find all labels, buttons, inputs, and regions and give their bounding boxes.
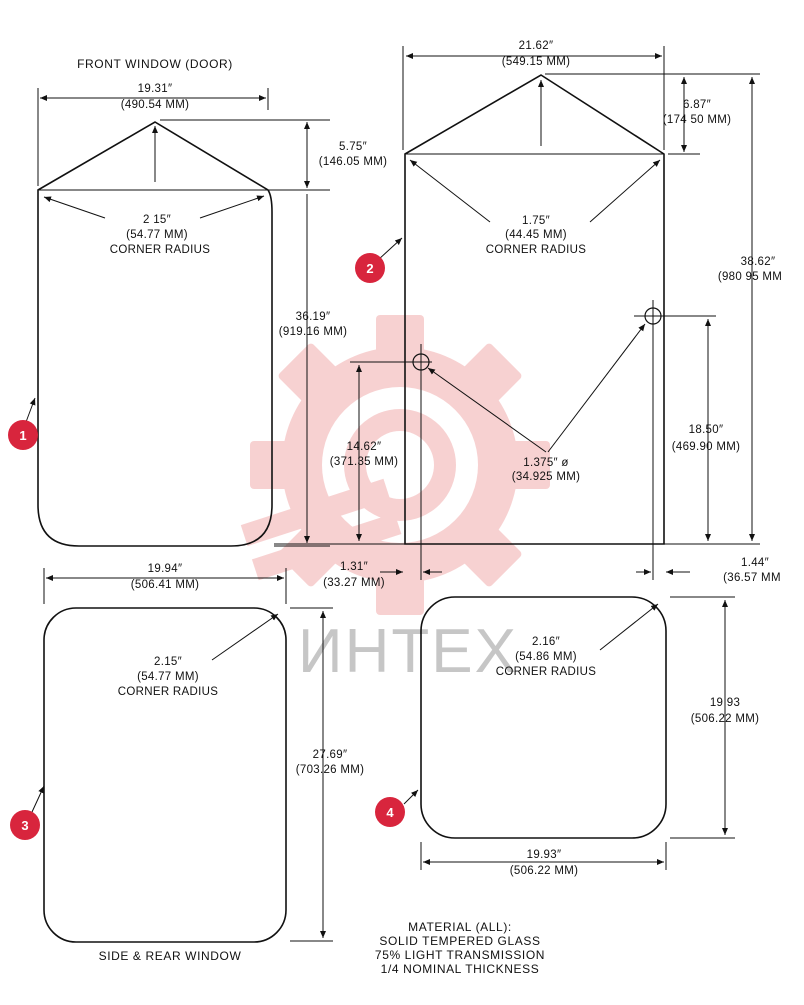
w1-radius-label: CORNER RADIUS: [110, 244, 210, 256]
w1-width-in: 19.31″: [138, 83, 173, 95]
badge-4-number: 4: [386, 805, 394, 820]
w2-height-mm: (980 95 MM: [718, 271, 782, 283]
w2-radius-mm: (44.45 MM): [505, 229, 567, 241]
badge-1: 1: [8, 420, 38, 450]
front-window-title: FRONT WINDOW (DOOR): [77, 57, 233, 71]
w2-width-in: 21.62″: [519, 40, 554, 52]
material-line-3: 75% LIGHT TRANSMISSION: [375, 948, 545, 962]
material-line-4: 1/4 NOMINAL THICKNESS: [381, 962, 540, 976]
badge-1-number: 1: [19, 428, 26, 443]
material-line-1: MATERIAL (ALL):: [408, 920, 512, 934]
w2-hole-right-h-mm: (469.90 MM): [672, 441, 741, 453]
w4-width-mm: (506.22 MM): [510, 865, 579, 877]
w2-height-in: 38.62″: [741, 256, 776, 268]
w2-hole-left-h-mm: (371.35 MM): [330, 456, 399, 468]
w3-width-mm: (506.41 MM): [131, 579, 200, 591]
w4-radius-in: 2.16″: [532, 636, 560, 648]
w3-radius-mm: (54.77 MM): [137, 671, 199, 683]
w2-hole-left-off-mm: (33.27 MM): [323, 577, 385, 589]
w3-height-in: 27.69″: [313, 749, 348, 761]
watermark-gear-logo: ИНТЕХ: [240, 315, 550, 686]
w1-peak-in: 5.75″: [339, 141, 367, 153]
window-2-dimensions: [274, 46, 760, 580]
w2-hole-right-h-in: 18.50″: [689, 424, 724, 436]
w3-radius-label: CORNER RADIUS: [118, 686, 218, 698]
w2-hole-left-off-in: 1.31″: [340, 561, 368, 573]
badge-2: 2: [355, 253, 385, 283]
w1-peak-mm: (146.05 MM): [319, 156, 388, 168]
badge-3: 3: [10, 810, 40, 840]
window-1-front-door: [37, 121, 273, 547]
w2-radius-in: 1.75″: [522, 215, 550, 227]
window-3-side-rear: [43, 607, 287, 943]
w1-radius-in: 2 15″: [143, 214, 171, 226]
w2-peak-in: 6.87″: [683, 99, 711, 111]
w1-width-mm: (490.54 MM): [121, 99, 190, 111]
w2-peak-mm: (174 50 MM): [663, 114, 732, 126]
w4-radius-label: CORNER RADIUS: [496, 666, 596, 678]
w2-hole-right-off-mm: (36.57 MM: [723, 572, 781, 584]
badge-4: 4: [375, 797, 405, 827]
w4-height-mm: (506.22 MM): [691, 713, 760, 725]
material-note: MATERIAL (ALL): SOLID TEMPERED GLASS 75%…: [375, 920, 545, 976]
w1-height-in: 36.19″: [296, 311, 331, 323]
w4-width-in: 19.93″: [527, 849, 562, 861]
w2-hole-left-h-in: 14.62″: [347, 441, 382, 453]
window-3-dimensions: [31, 568, 333, 942]
w3-radius-in: 2.15″: [154, 656, 182, 668]
window-4-square: [420, 596, 667, 839]
window-1-dimensions: [25, 88, 330, 547]
w2-radius-label: CORNER RADIUS: [486, 244, 586, 256]
w2-width-mm: (549.15 MM): [502, 56, 571, 68]
badge-2-number: 2: [366, 261, 373, 276]
w3-width-in: 19.94″: [148, 563, 183, 575]
badge-3-number: 3: [21, 818, 28, 833]
material-line-2: SOLID TEMPERED GLASS: [379, 934, 540, 948]
w3-height-mm: (703.26 MM): [296, 764, 365, 776]
w2-hole-dia-mm: (34.925 MM): [512, 471, 581, 483]
window-4-dimensions: [403, 596, 735, 870]
w4-height-in: 19 93: [710, 697, 740, 709]
w4-radius-mm: (54.86 MM): [515, 651, 577, 663]
side-window-title: SIDE & REAR WINDOW: [99, 949, 242, 963]
w1-radius-mm: (54.77 MM): [126, 229, 188, 241]
w1-height-mm: (919.16 MM): [279, 326, 348, 338]
watermark-text: ИНТЕХ: [298, 617, 518, 686]
w2-hole-right-off-in: 1.44″: [741, 557, 769, 569]
w2-hole-dia-in: 1.375″ ø: [523, 457, 568, 469]
